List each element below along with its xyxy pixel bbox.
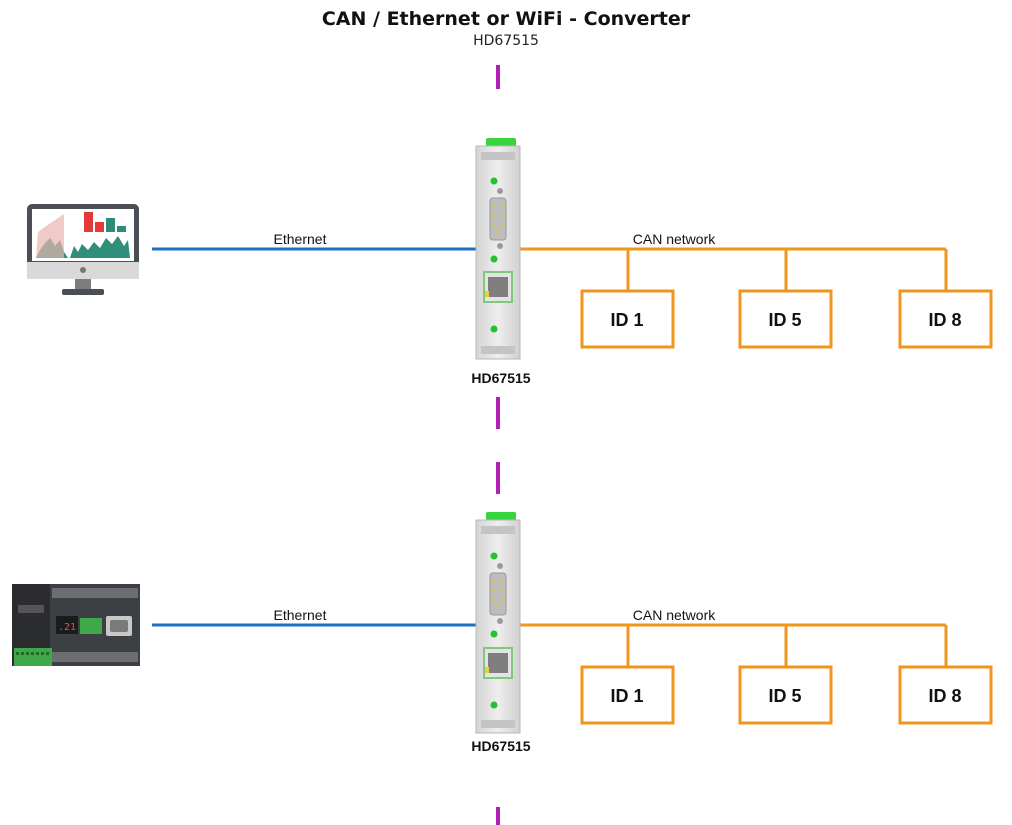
can-network-label: CAN network <box>633 231 716 247</box>
divider-segment <box>496 807 500 825</box>
monitor-with-charts-icon <box>27 204 139 295</box>
can-node-label: ID 8 <box>928 310 961 330</box>
divider-segment <box>496 462 500 494</box>
can-node: ID 1 <box>580 665 675 725</box>
plc-controller-icon: .21 <box>12 584 140 666</box>
can-node: ID 5 <box>738 289 833 349</box>
can-node-label: ID 1 <box>610 310 643 330</box>
diagram-subtitle: HD67515 <box>473 33 539 49</box>
can-bus <box>518 623 948 667</box>
panel-2: .21 Ethernet CAN network ID 1 ID 5 ID 8 <box>12 512 993 754</box>
panel-1: Ethernet CAN network ID 1 ID 5 ID 8 <box>27 138 993 386</box>
ethernet-label: Ethernet <box>274 231 327 247</box>
vertical-divider <box>496 65 500 825</box>
device-label: HD67515 <box>471 370 530 386</box>
diagram-title: CAN / Ethernet or WiFi - Converter <box>321 8 691 30</box>
hd67515-device-icon <box>475 512 521 734</box>
can-node: ID 8 <box>898 665 993 725</box>
can-node: ID 8 <box>898 289 993 349</box>
hd67515-device-icon <box>475 138 521 360</box>
can-node-label: ID 8 <box>928 686 961 706</box>
can-node: ID 1 <box>580 289 675 349</box>
divider-segment <box>496 397 500 429</box>
svg-text:.21: .21 <box>58 622 76 633</box>
can-bus <box>518 247 948 291</box>
can-node-label: ID 5 <box>768 310 801 330</box>
divider-segment <box>496 65 500 89</box>
can-node-label: ID 1 <box>610 686 643 706</box>
can-network-label: CAN network <box>633 607 716 623</box>
ethernet-label: Ethernet <box>274 607 327 623</box>
can-node-label: ID 5 <box>768 686 801 706</box>
device-label: HD67515 <box>471 738 530 754</box>
can-node: ID 5 <box>738 665 833 725</box>
